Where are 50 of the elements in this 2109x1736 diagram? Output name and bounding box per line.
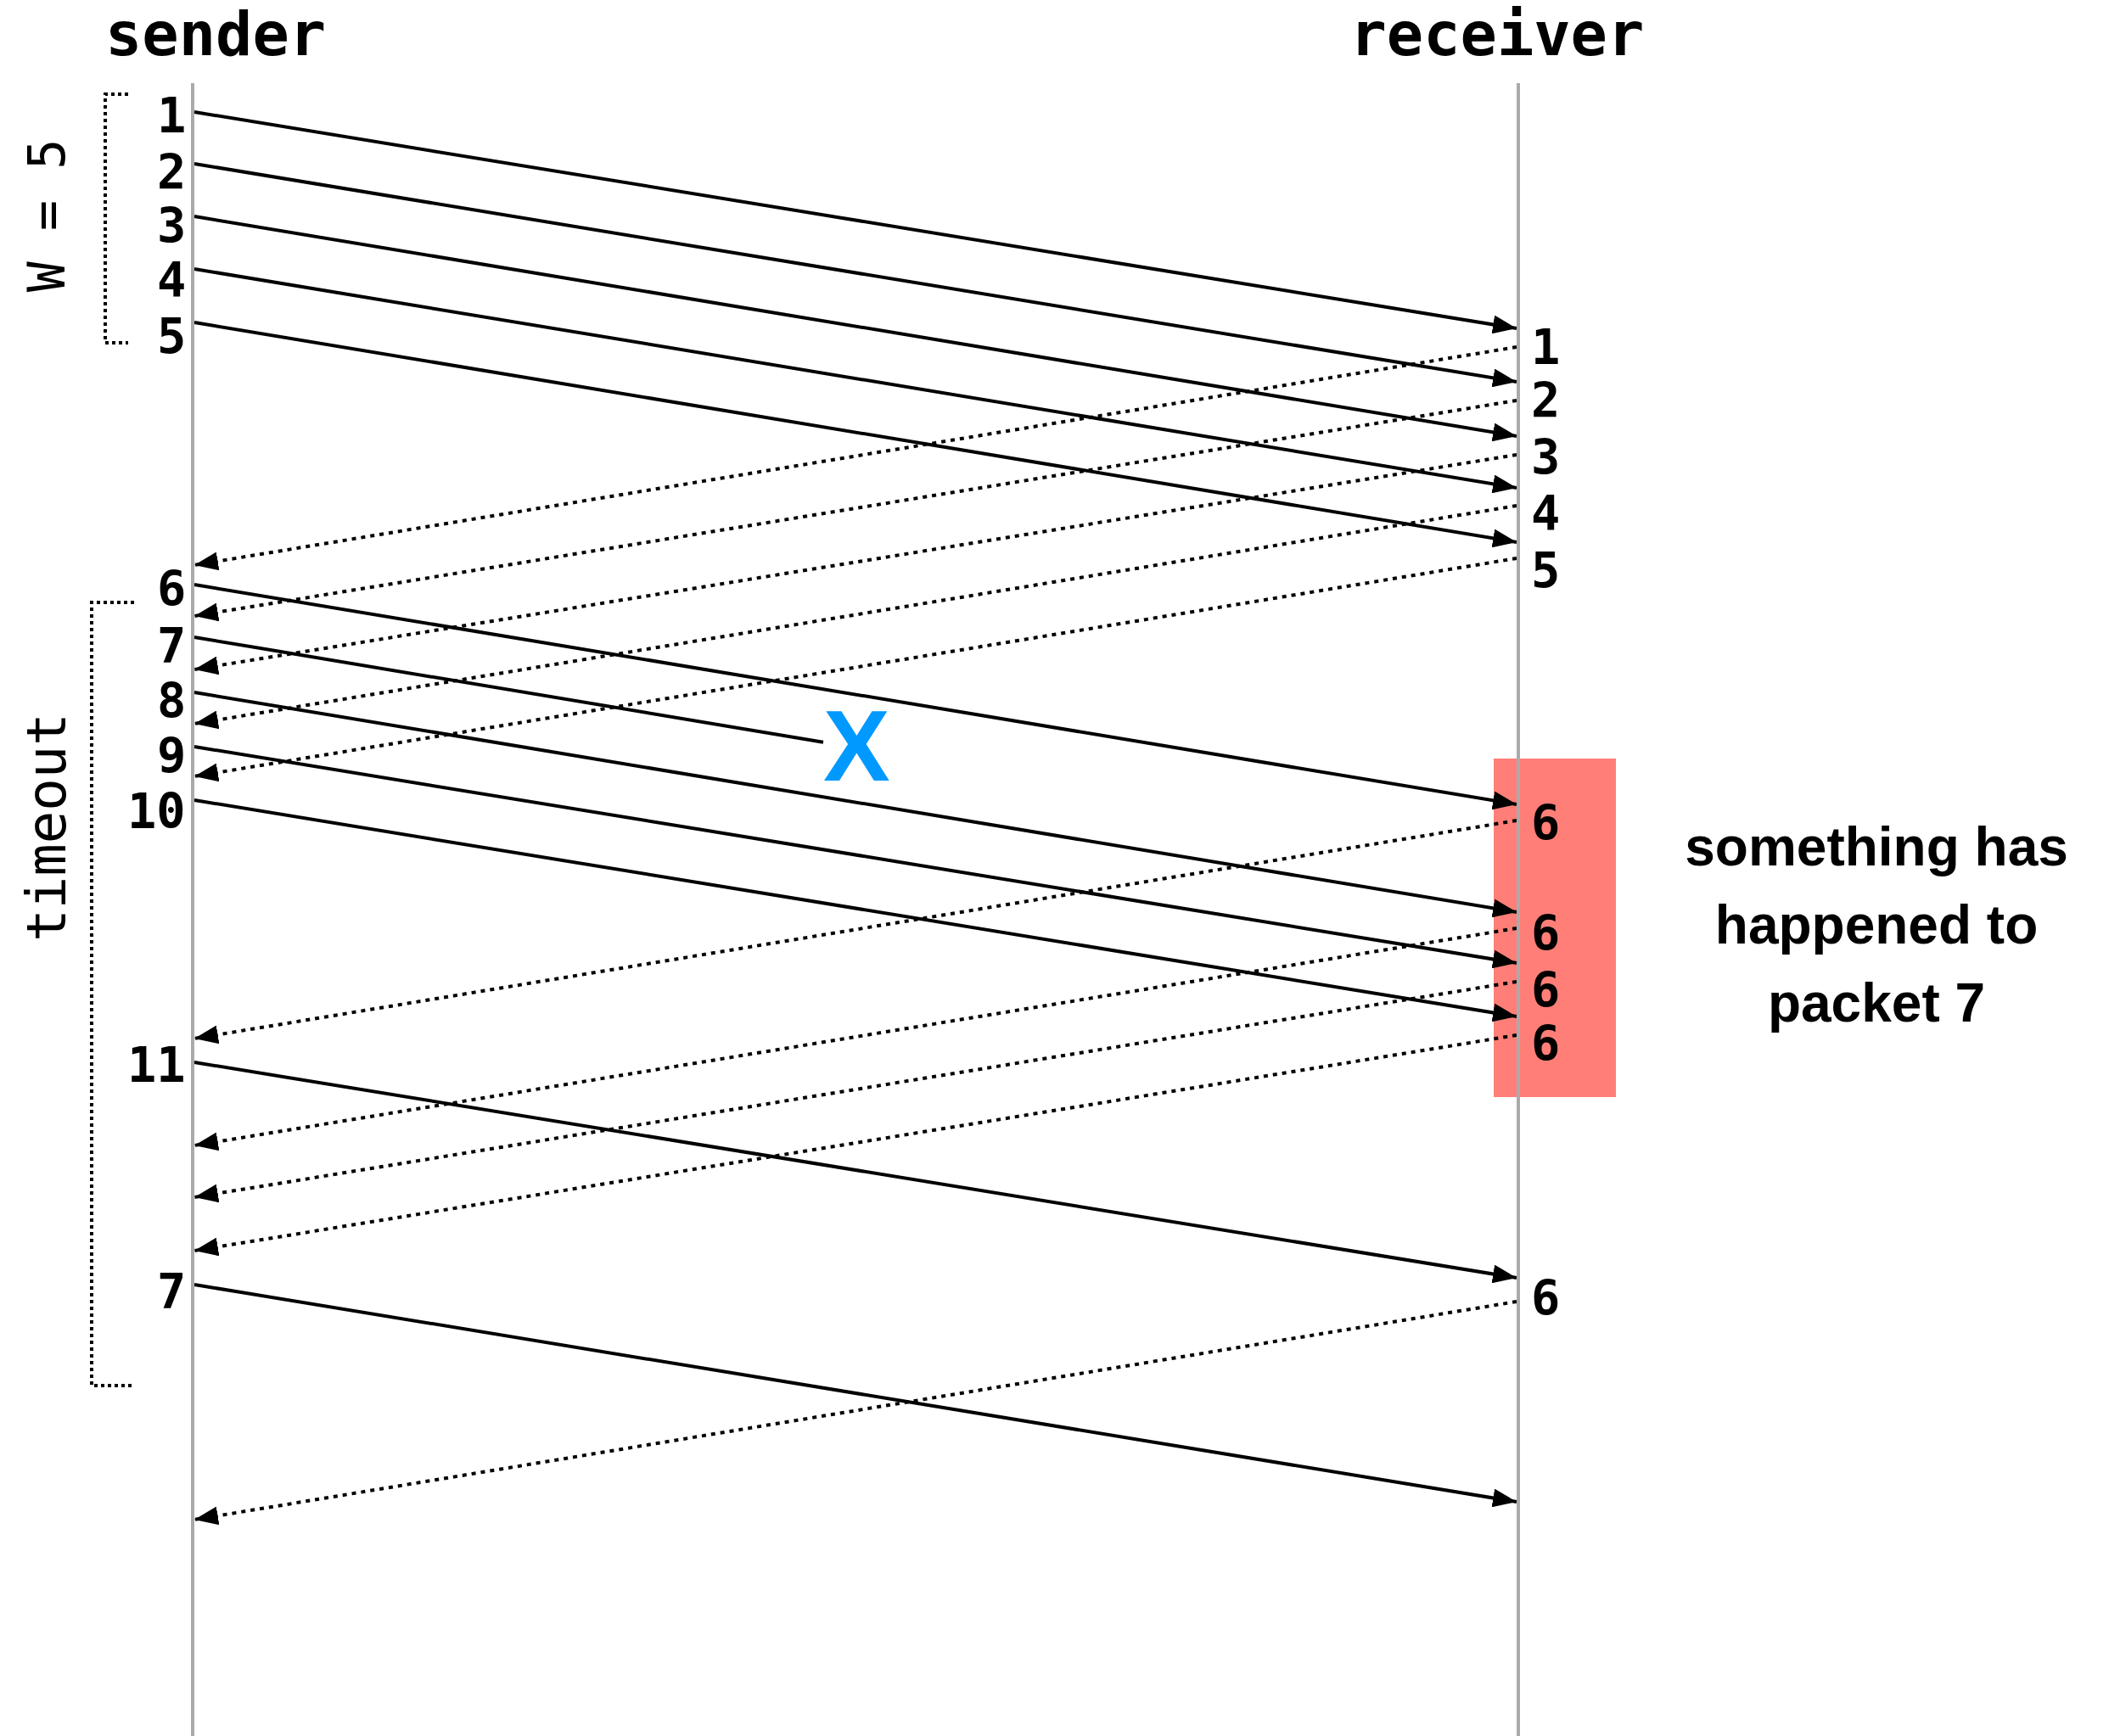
- timeout-label: timeout: [19, 713, 74, 942]
- packet-arrow: [194, 162, 1517, 388]
- ack-arrow: [194, 504, 1517, 730]
- lifeline-label: receiver: [1349, 3, 1645, 64]
- ack-arrow: [194, 345, 1517, 571]
- ack-arrow: [194, 819, 1517, 1044]
- sequence-number: 1: [157, 91, 187, 140]
- packet-arrow: [194, 583, 1517, 810]
- packet-line: [194, 636, 824, 744]
- ack-number: 6: [1531, 1019, 1561, 1068]
- ack-number: 6: [1531, 909, 1561, 958]
- packet-arrow: [194, 798, 1517, 1022]
- lifeline: [1517, 83, 1520, 1736]
- ack-number: 2: [1531, 376, 1561, 425]
- ack-number: 3: [1531, 433, 1561, 482]
- ack-arrow: [194, 557, 1517, 782]
- sequence-number: 6: [157, 564, 187, 613]
- ack-arrow: [194, 1033, 1517, 1257]
- sequence-number: 9: [157, 731, 187, 781]
- loss-mark: X: [823, 708, 889, 784]
- sequence-number: 7: [157, 1267, 187, 1316]
- annotation: something has happened to packet 7: [1684, 815, 2069, 1035]
- ack-arrow: [194, 399, 1517, 622]
- sequence-number: 8: [157, 676, 187, 725]
- sequence-number: 11: [127, 1040, 186, 1089]
- packet-arrow: [194, 267, 1517, 494]
- ack-arrow: [194, 927, 1517, 1151]
- lifeline-label: sender: [105, 3, 327, 64]
- ack-number: 5: [1531, 546, 1561, 595]
- sequence-number: 10: [127, 787, 186, 836]
- window-size-label: W = 5: [20, 138, 72, 293]
- sequence-number: 5: [157, 311, 187, 361]
- sequence-number: 4: [157, 255, 187, 305]
- packet-arrow: [194, 110, 1517, 334]
- ack-arrow: [194, 453, 1517, 675]
- ack-number: 6: [1531, 1274, 1561, 1323]
- lifeline: [191, 83, 194, 1736]
- packet-arrow: [194, 745, 1517, 969]
- packet-arrow: [194, 215, 1517, 442]
- packet-arrow: [194, 1061, 1517, 1284]
- ack-number: 4: [1531, 489, 1561, 538]
- ack-arrow: [194, 980, 1517, 1203]
- packet-arrow: [194, 321, 1517, 548]
- sequence-number: 3: [157, 201, 187, 250]
- sequence-number: 7: [157, 621, 187, 670]
- ack-number: 6: [1531, 966, 1561, 1015]
- packet-arrow: [194, 691, 1517, 918]
- ack-number: 6: [1531, 798, 1561, 848]
- ack-number: 1: [1531, 322, 1561, 372]
- sequence-number: 2: [157, 148, 187, 197]
